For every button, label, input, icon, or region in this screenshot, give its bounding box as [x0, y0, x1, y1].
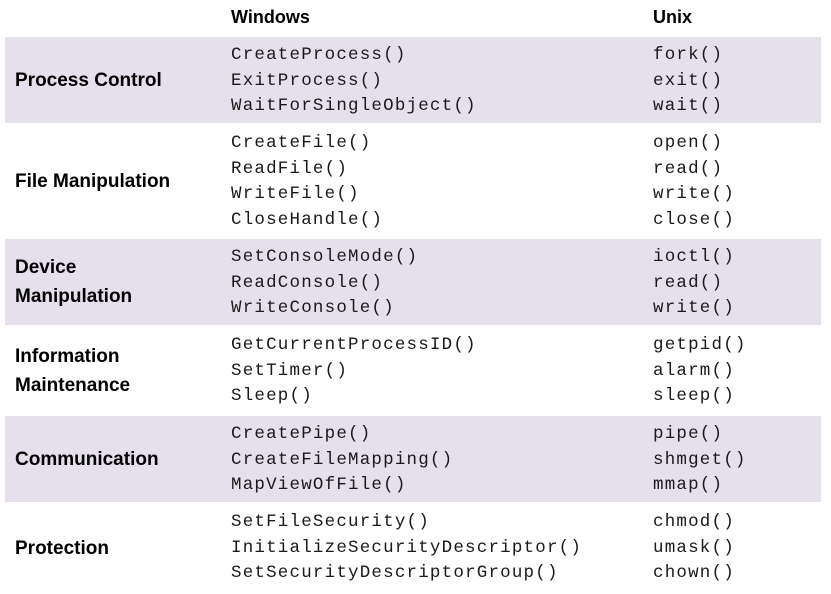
- table-row: Communication CreatePipe() CreateFileMappi…: [5, 416, 821, 504]
- unix-call: write(): [653, 298, 735, 318]
- unix-calls: pipe() shmget() mmap(): [653, 422, 747, 499]
- windows-calls: CreateFile() ReadFile() WriteFile() CloseHa…: [231, 131, 383, 233]
- windows-calls: GetCurrentProcessID() SetTimer() Sleep(): [231, 333, 477, 410]
- windows-call: CreateProcess(): [231, 45, 407, 65]
- unix-calls: ioctl() read() write(): [653, 245, 735, 322]
- unix-call: wait(): [653, 96, 724, 116]
- syscall-table: Process Control CreateProcess() ExitProces…: [5, 37, 821, 594]
- table-row: Protection SetFileSecurity() InitializeSec…: [5, 504, 821, 594]
- windows-call: ReadFile(): [231, 158, 349, 179]
- windows-call: GetCurrentProcessID(): [231, 335, 477, 355]
- category-label: Communication: [15, 416, 215, 502]
- windows-call: Sleep(): [231, 386, 313, 406]
- category-line: Information: [15, 345, 120, 367]
- category-line: Manipulation: [15, 286, 133, 307]
- table-row: File Manipulation CreateFile() ReadFile() W…: [5, 125, 821, 239]
- windows-calls: CreatePipe() CreateFileMapping() MapViewOf…: [231, 422, 453, 499]
- category-line: Protection: [15, 537, 109, 559]
- windows-call: CreatePipe(): [231, 424, 372, 444]
- unix-call: shmget(): [653, 449, 747, 470]
- table-row: Process Control CreateProcess() ExitProces…: [5, 37, 821, 125]
- unix-calls: fork() exit() wait(): [653, 43, 723, 120]
- windows-call: WriteFile(): [231, 184, 360, 204]
- unix-calls: getpid() alarm() sleep(): [653, 333, 747, 410]
- unix-call: alarm(): [653, 360, 735, 381]
- unix-calls: open() read() write() close(): [653, 131, 735, 233]
- category-label: Protection: [15, 504, 215, 592]
- windows-call: CreateFileMapping(): [231, 449, 454, 470]
- unix-call: chmod(): [653, 512, 735, 532]
- windows-column-header: Windows: [231, 7, 310, 27]
- unix-call: open(): [653, 133, 724, 153]
- unix-call: sleep(): [653, 386, 735, 406]
- windows-calls: SetFileSecurity() InitializeSecurityDescr…: [231, 510, 582, 587]
- unix-call: read(): [653, 272, 724, 293]
- table-header: Windows Unix: [0, 0, 831, 37]
- unix-call: pipe(): [653, 424, 724, 444]
- unix-call: fork(): [653, 45, 724, 65]
- category-label: File Manipulation: [15, 125, 215, 237]
- unix-call: chown(): [653, 563, 735, 583]
- windows-call: SetSecurityDescriptorGroup(): [231, 563, 559, 583]
- unix-call: ioctl(): [653, 247, 735, 267]
- windows-call: ReadConsole(): [231, 272, 384, 293]
- unix-call: close(): [653, 209, 735, 230]
- category-line: Process Control: [15, 69, 162, 91]
- windows-call: InitializeSecurityDescriptor(): [231, 537, 583, 558]
- windows-call: CreateFile(): [231, 133, 372, 153]
- category-label: Process Control: [15, 37, 215, 123]
- unix-column-header: Unix: [653, 7, 693, 27]
- unix-call: exit(): [653, 70, 724, 91]
- windows-call: SetConsoleMode(): [231, 247, 419, 267]
- category-line: Communication: [15, 448, 159, 470]
- unix-call: getpid(): [653, 335, 747, 355]
- windows-calls: CreateProcess() ExitProcess() WaitForSingl…: [231, 43, 477, 120]
- windows-call: CloseHandle(): [231, 209, 384, 230]
- windows-call: WaitForSingleObject(): [231, 96, 477, 116]
- unix-call: mmap(): [653, 475, 724, 495]
- unix-call: umask(): [653, 537, 735, 558]
- windows-calls: SetConsoleMode() ReadConsole() WriteConsol…: [231, 245, 418, 322]
- unix-call: write(): [653, 184, 735, 204]
- windows-call: MapViewOfFile(): [231, 475, 407, 495]
- unix-calls: chmod() umask() chown(): [653, 510, 735, 587]
- category-line: File Manipulation: [15, 170, 171, 192]
- windows-call: SetFileSecurity(): [231, 512, 430, 532]
- windows-call: ExitProcess(): [231, 70, 384, 91]
- category-line: Maintenance: [15, 374, 131, 396]
- category-line: Device: [15, 257, 77, 278]
- windows-call: WriteConsole(): [231, 298, 395, 318]
- windows-call: SetTimer(): [231, 360, 349, 381]
- unix-call: read(): [653, 158, 724, 179]
